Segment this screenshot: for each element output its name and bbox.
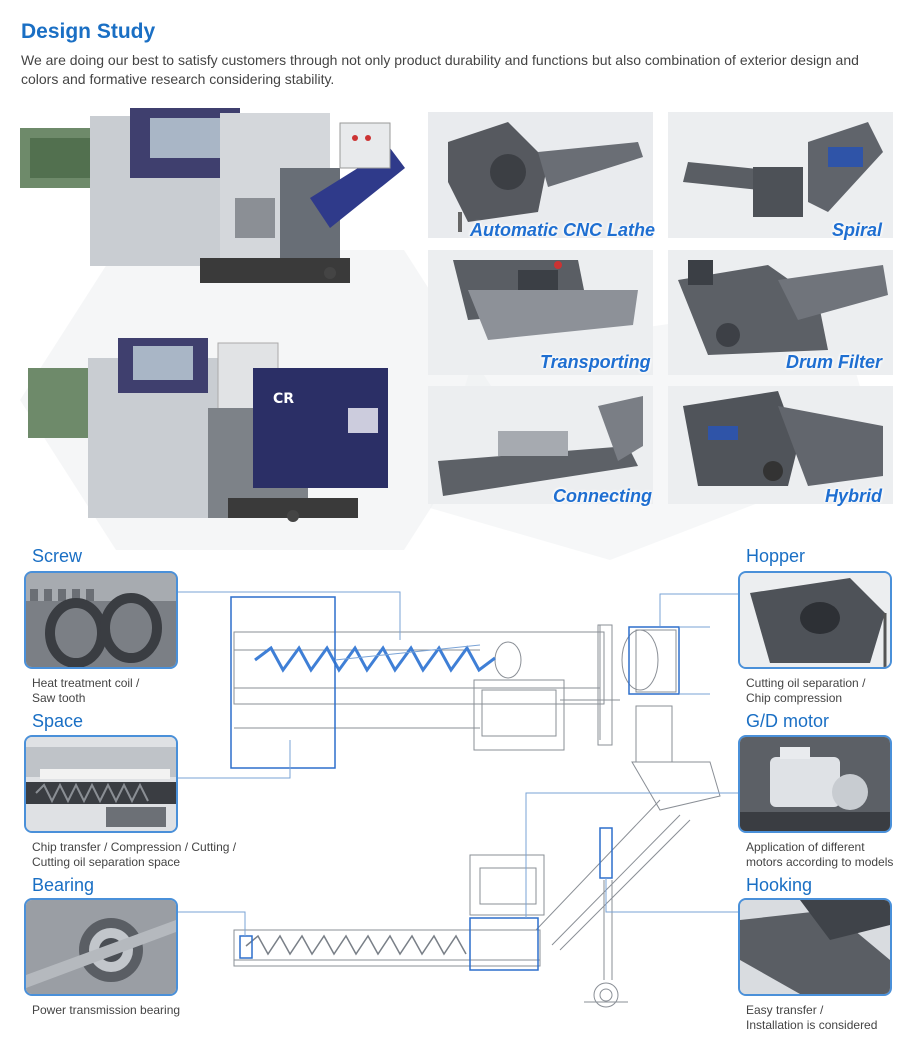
- gallery-caption-cnc-lathe: Automatic CNC Lathe: [470, 220, 656, 240]
- section-title-gd-motor: G/D motor: [746, 711, 830, 731]
- gallery-photo-cnc-lathe: [428, 112, 653, 238]
- gallery-photo-drum-filter: [668, 250, 893, 375]
- thumb-gd-motor: [738, 735, 892, 833]
- note-bearing: Power transmission bearing: [32, 1003, 181, 1017]
- page-description: We are doing our best to satisfy custome…: [21, 52, 859, 87]
- gallery-photo-transporting: [428, 250, 653, 375]
- section-title-bearing: Bearing: [32, 875, 95, 895]
- note-screw: Heat treatment coil / Saw tooth: [32, 676, 140, 705]
- machine-photo-top: [20, 108, 410, 290]
- note-space: Chip transfer / Compression / Cutting / …: [32, 840, 237, 869]
- thumb-screw: [24, 571, 178, 669]
- gallery-photo-connecting: [428, 386, 653, 504]
- section-title-hopper: Hopper: [746, 546, 806, 566]
- section-title-hooking: Hooking: [746, 875, 813, 895]
- section-title-space: Space: [32, 711, 84, 731]
- note-hopper: Cutting oil separation / Chip compressio…: [746, 676, 866, 705]
- gallery-caption-connecting: Connecting: [553, 486, 652, 506]
- gallery-photo-hybrid: [668, 386, 893, 504]
- thumb-bearing: [24, 898, 178, 996]
- page-title: Design Study: [21, 20, 156, 43]
- machine-photo-bottom: CR: [28, 338, 393, 528]
- gallery-photo-spiral: [668, 112, 893, 238]
- thumb-hopper: [738, 571, 892, 669]
- svg-text:CR: CR: [273, 391, 294, 407]
- note-gd-motor: Application of different motors accordin…: [746, 840, 894, 869]
- thumb-hooking: [738, 898, 892, 996]
- gallery-caption-drum-filter: Drum Filter: [786, 352, 883, 372]
- gallery-caption-hybrid: Hybrid: [825, 486, 883, 506]
- thumb-space: [24, 735, 178, 833]
- section-title-screw: Screw: [32, 546, 83, 566]
- gallery-caption-transporting: Transporting: [540, 352, 651, 372]
- technical-drawing: [178, 591, 738, 1008]
- gallery-caption-spiral: Spiral: [832, 220, 883, 240]
- note-hooking: Easy transfer / Installation is consider…: [746, 1003, 878, 1032]
